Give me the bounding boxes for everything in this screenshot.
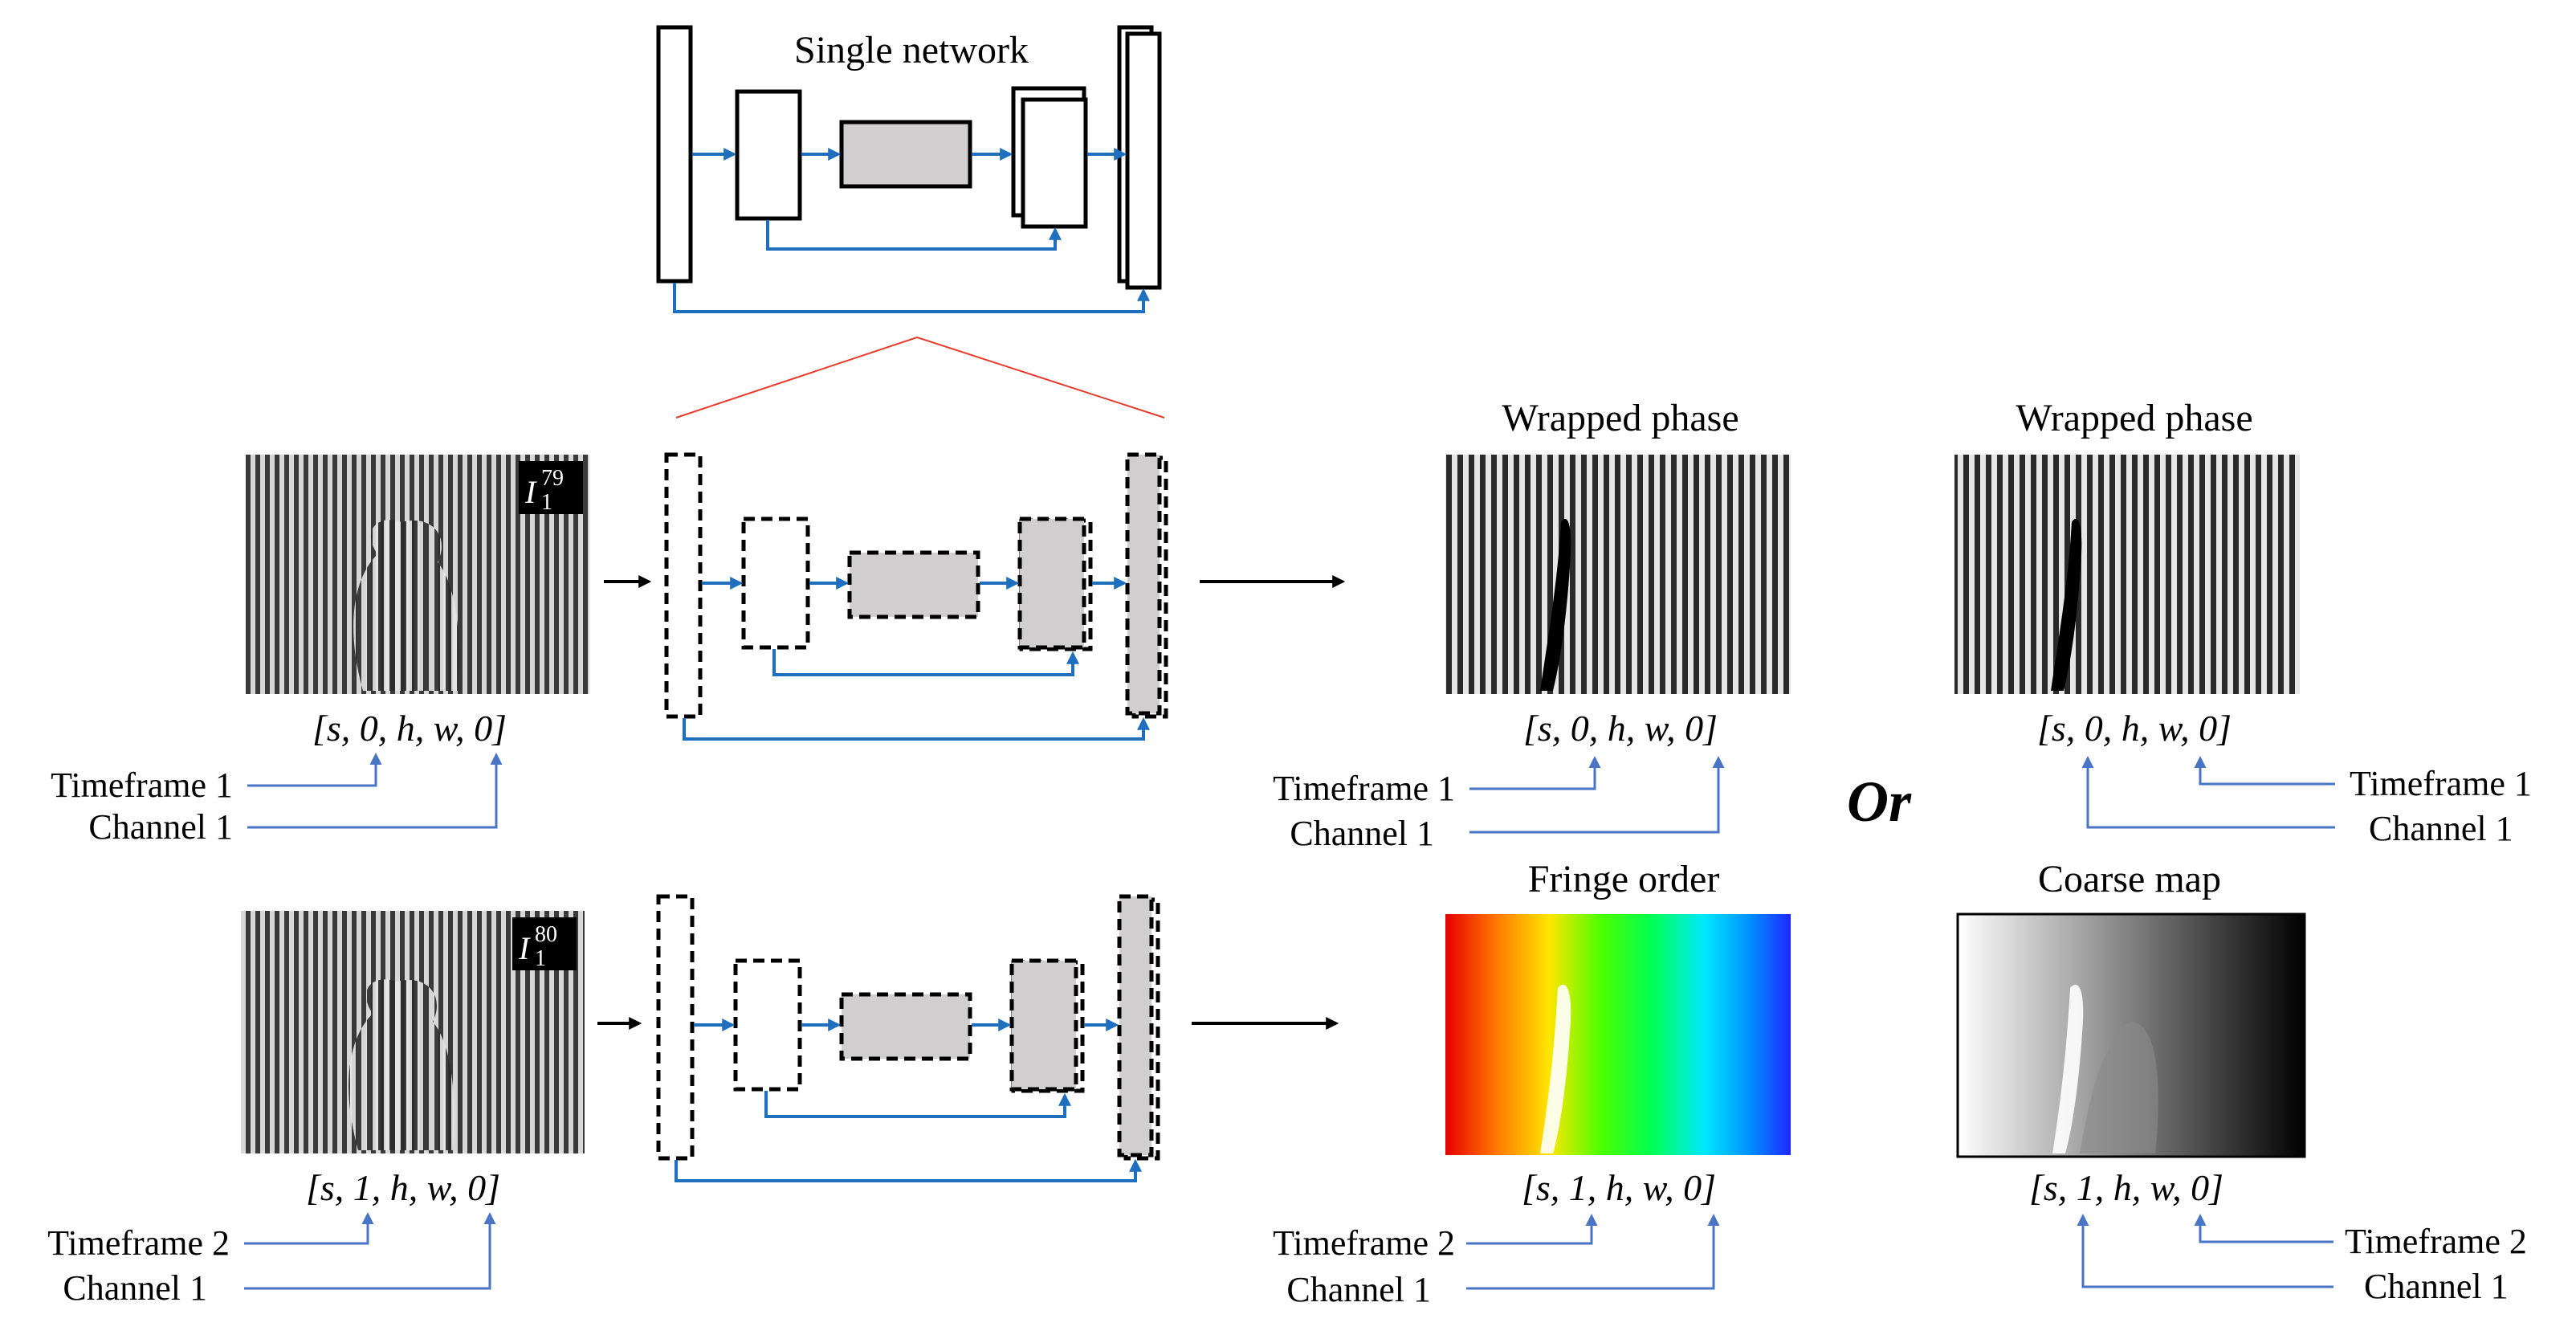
svg-text:79: 79 xyxy=(541,466,564,491)
pointer-line xyxy=(1469,756,1725,834)
pointer-line xyxy=(244,1212,496,1290)
pointer-line xyxy=(247,753,503,829)
decoder-block-1 xyxy=(1125,31,1162,290)
input-channel-1: Channel 1 xyxy=(88,807,233,847)
output-timeframe-coarse-map: Timeframe 2 xyxy=(2345,1222,2527,1261)
output-timeframe-fringe-order: Timeframe 2 xyxy=(1273,1223,1455,1263)
output-tensor-wrapped-phase: [s, 0, h, w, 0] xyxy=(1523,708,1718,749)
svg-text:I: I xyxy=(518,930,531,966)
pointer-line xyxy=(2081,756,2335,829)
pointer-line xyxy=(2077,1214,2333,1288)
svg-text:1: 1 xyxy=(535,946,546,971)
svg-text:I: I xyxy=(524,474,537,510)
svg-text:1: 1 xyxy=(541,490,552,515)
wrapped-phase-image-alt xyxy=(1954,455,2300,694)
single-network-title: Single network xyxy=(794,29,1029,71)
output-channel-wrapped-phase: Channel 1 xyxy=(1290,814,1434,853)
svg-text:80: 80 xyxy=(535,922,557,947)
encoder-block-2 xyxy=(735,89,802,221)
image-tag-2 xyxy=(512,917,577,970)
encoder-block-1 xyxy=(656,25,693,284)
network-copy-2 xyxy=(656,894,1160,1182)
pointer-line xyxy=(247,753,382,787)
skip-connection xyxy=(673,283,1150,313)
output-channel-fringe-order: Channel 1 xyxy=(1286,1270,1431,1309)
output-timeframe-wrapped-phase-alt: Timeframe 1 xyxy=(2350,764,2532,803)
pointer-line xyxy=(1466,1214,1720,1290)
pointer-line xyxy=(1466,1214,1598,1245)
input-image-1: I 79 1 xyxy=(246,455,589,694)
input-tensor-1: [s, 0, h, w, 0] xyxy=(312,708,507,749)
network-copy-1 xyxy=(664,452,1168,741)
or-label: Or xyxy=(1847,770,1912,834)
zoom-indicator xyxy=(675,336,1165,418)
output-tensor-coarse-map: [s, 1, h, w, 0] xyxy=(2029,1167,2223,1208)
output-channel-wrapped-phase-alt: Channel 1 xyxy=(2369,809,2513,848)
input-tensor-2: [s, 1, h, w, 0] xyxy=(306,1167,500,1208)
output-title-coarse-map: Coarse map xyxy=(2038,858,2221,900)
fringe-order-image xyxy=(1445,914,1791,1155)
output-tensor-wrapped-phase-alt: [s, 0, h, w, 0] xyxy=(2037,708,2232,749)
row-2: I 80 1 [s, 1, h, w, 0] Timeframe 2 Chann… xyxy=(47,858,2527,1309)
output-timeframe-wrapped-phase: Timeframe 1 xyxy=(1273,769,1455,808)
output-channel-coarse-map: Channel 1 xyxy=(2364,1267,2509,1306)
image-tag-1 xyxy=(519,461,583,514)
pointer-line xyxy=(1469,756,1601,790)
pointer-line xyxy=(2194,756,2335,786)
single-network-diagram: Single network xyxy=(656,25,1162,313)
input-image-2: I 80 1 xyxy=(241,911,585,1153)
row-1: I 79 1 [s, 0, h, w, 0] Timeframe 1 Chann… xyxy=(51,397,2532,853)
pointer-line xyxy=(244,1212,374,1245)
input-timeframe-2: Timeframe 2 xyxy=(47,1223,230,1263)
output-title-wrapped-phase: Wrapped phase xyxy=(1502,397,1738,439)
wrapped-phase-image xyxy=(1445,455,1791,694)
output-title-fringe-order: Fringe order xyxy=(1528,858,1720,900)
coarse-map-image xyxy=(1956,912,2306,1158)
output-title-wrapped-phase-alt: Wrapped phase xyxy=(2016,397,2252,439)
output-tensor-fringe-order: [s, 1, h, w, 0] xyxy=(1522,1167,1716,1208)
decoder-block-2 xyxy=(1021,97,1088,229)
input-channel-2: Channel 1 xyxy=(63,1268,207,1308)
bottleneck-block xyxy=(839,120,972,189)
input-timeframe-1: Timeframe 1 xyxy=(51,765,233,805)
skip-connection xyxy=(766,220,1062,251)
pointer-line xyxy=(2194,1214,2333,1243)
